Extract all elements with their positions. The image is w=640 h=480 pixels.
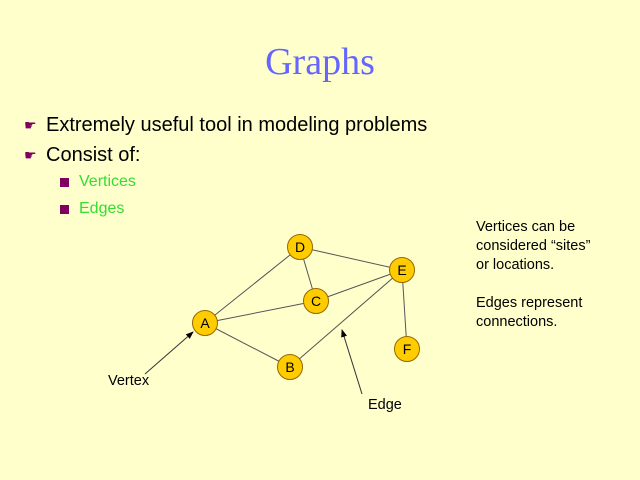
note-line: Edges represent xyxy=(476,295,583,311)
bullet-text: Consist of: xyxy=(46,144,141,166)
vertex-A: A xyxy=(192,310,218,336)
sub-bullet-2: Edges xyxy=(60,200,124,218)
square-bullet-icon xyxy=(60,177,69,187)
edge-A-C xyxy=(204,300,317,324)
vertex-D: D xyxy=(287,234,313,260)
vertex-circle xyxy=(394,336,420,362)
edge-D-E xyxy=(299,246,403,271)
vertex-E: E xyxy=(389,257,415,283)
vertices-note: Vertices can be considered “sites” or lo… xyxy=(476,218,590,275)
vertex-circle xyxy=(303,288,329,314)
vertex-label: A xyxy=(200,315,210,331)
pointing-hand-icon: ☛ xyxy=(24,117,37,133)
vertex-B: B xyxy=(277,354,303,380)
bullet-1: ☛ Extremely useful tool in modeling probl… xyxy=(24,114,427,137)
edge-A-D xyxy=(204,246,301,324)
vertex-label: D xyxy=(295,239,305,255)
edge-E-F xyxy=(401,269,408,350)
vertex-circle xyxy=(287,234,313,260)
note-line: connections. xyxy=(476,314,558,330)
vertex-circle xyxy=(389,257,415,283)
vertex-pointer-arrow xyxy=(144,331,194,375)
vertex-label: C xyxy=(311,293,321,309)
vertex-label: E xyxy=(397,262,406,278)
sub-bullet-text: Vertices xyxy=(79,173,136,190)
vertex-label: F xyxy=(403,341,412,357)
edges-note: Edges represent connections. xyxy=(476,294,582,332)
vertex-circle xyxy=(192,310,218,336)
square-bullet-icon xyxy=(60,204,69,214)
pointing-hand-icon: ☛ xyxy=(24,147,37,163)
note-line: considered “sites” xyxy=(476,238,591,254)
sub-bullet-text: Edges xyxy=(79,200,125,217)
bullet-text: Extremely useful tool in modeling proble… xyxy=(46,114,428,136)
edge-C-E xyxy=(315,269,403,302)
edge-pointer-arrow xyxy=(341,329,363,395)
edge-B-E xyxy=(289,269,403,368)
edge-label: Edge xyxy=(368,397,402,413)
vertex-label: Vertex xyxy=(108,373,150,389)
vertex-F: F xyxy=(394,336,420,362)
note-line: Vertices can be xyxy=(476,219,576,235)
slide-title: Graphs xyxy=(265,41,375,83)
sub-bullet-1: Vertices xyxy=(60,173,136,191)
bullet-2: ☛ Consist of: xyxy=(24,144,140,167)
note-line: or locations. xyxy=(476,257,555,273)
vertex-circle xyxy=(277,354,303,380)
vertex-C: C xyxy=(303,288,329,314)
edge-A-B xyxy=(204,322,291,368)
vertex-label: B xyxy=(285,359,294,375)
